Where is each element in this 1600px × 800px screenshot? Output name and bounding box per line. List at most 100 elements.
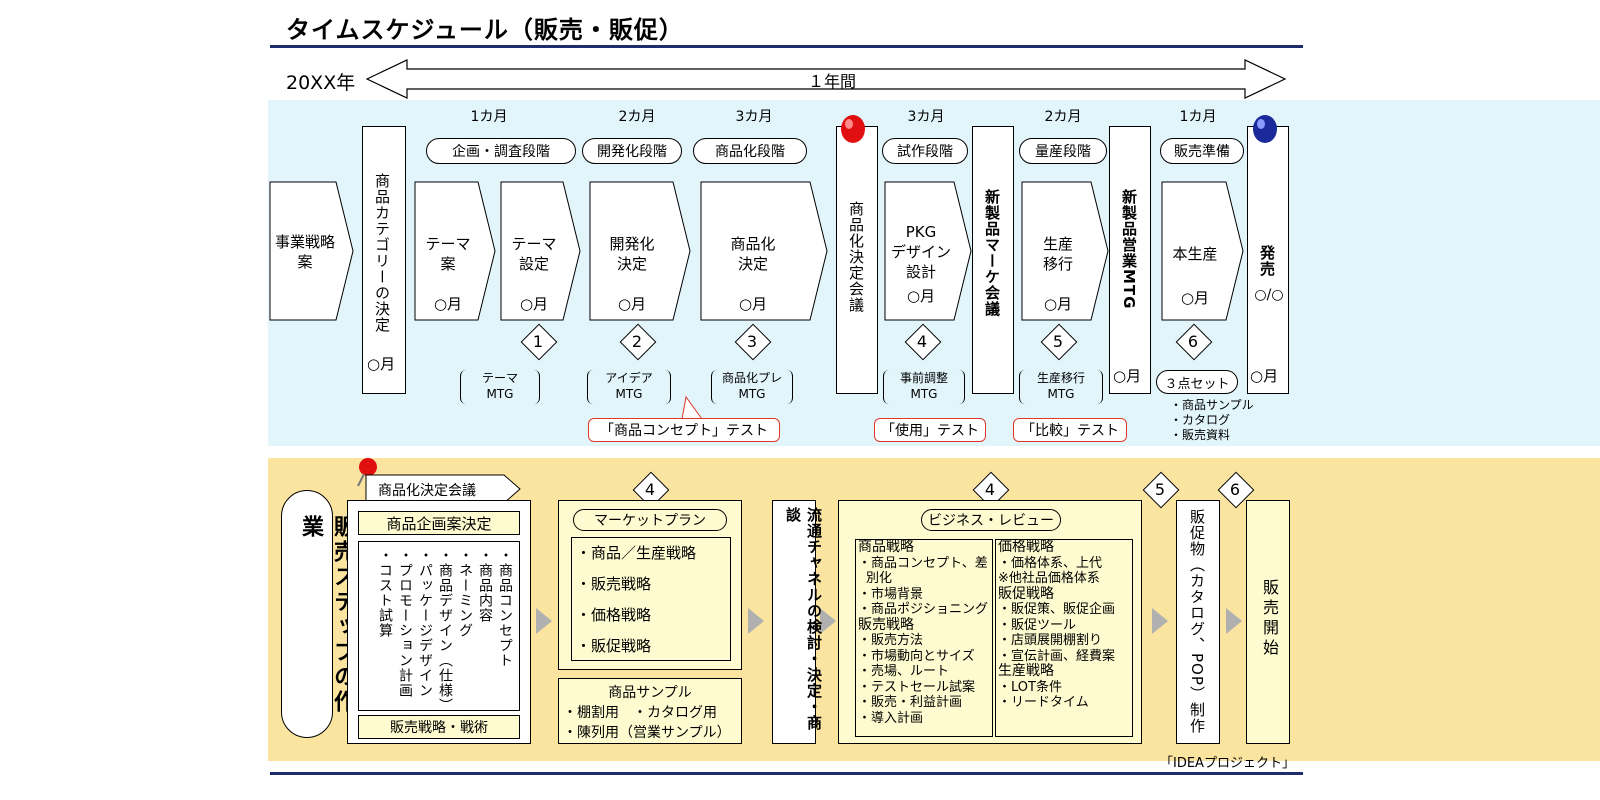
product-sample-line: ・陳列用（営業サンプル） xyxy=(563,725,731,741)
review-heading: 生産戦略 xyxy=(998,663,1054,679)
step-label: 決定 xyxy=(737,255,768,273)
set-item: ・商品サンプル xyxy=(1170,398,1254,412)
flow-arrow-icon xyxy=(748,608,764,634)
mtg-label: アイデア xyxy=(605,371,653,385)
duration-planning: 1カ月 xyxy=(470,109,508,125)
review-item: ・販売・利益計画 xyxy=(858,695,963,710)
step-label: PKG xyxy=(905,223,937,241)
channel-label: 流通チャネルの検討・決定・商談 xyxy=(784,507,823,731)
step-label: 本生産 xyxy=(1172,245,1218,263)
sales-steps-label-box: 販売ステップの作業 xyxy=(281,490,355,738)
review-item: ・売場、ルート xyxy=(858,664,950,679)
review-item: ・販促策、販促企画 xyxy=(998,602,1116,617)
mtg-label: 事前調整 xyxy=(899,371,948,385)
promo-materials-box: 販促物（カタログ、POP）制作 xyxy=(1176,500,1220,744)
year-label: 20XX年 xyxy=(286,72,356,94)
review-item: ・商品ポジショニング xyxy=(858,602,989,617)
set-item: ・販売資料 xyxy=(1170,428,1231,442)
product-plan-list: ・商品コンセプト ・商品内容 ・ネーミング ・商品デザイン（仕様） ・パッケージ… xyxy=(358,541,520,713)
year-span-label: １年間 xyxy=(808,72,857,91)
sales-start-label: 販売開始 xyxy=(1260,579,1279,659)
mtg-idea: アイデア MTG xyxy=(587,370,671,404)
milestone-6: 6 xyxy=(1175,323,1213,361)
pushpin-icon xyxy=(357,458,377,487)
review-heading: 商品戦略 xyxy=(858,539,914,555)
review-item: ・リードタイム xyxy=(998,695,1089,710)
plan-item: ・ネーミング xyxy=(457,548,473,638)
sales-meeting-box: 新製品営業MTG ○月 xyxy=(1109,126,1151,394)
marketing-meeting-label: 新製品マーケ会議 xyxy=(983,189,1001,317)
plan-item: ・プロモーション計画 xyxy=(397,548,413,698)
three-point-set-items: ・商品サンプル ・カタログ ・販売資料 xyxy=(1170,398,1254,443)
product-sample-line: ・棚割用 ・カタログ用 xyxy=(563,705,717,721)
milestone-3: 3 xyxy=(734,323,772,361)
launch-label: 発売 xyxy=(1258,245,1276,277)
footer-rule xyxy=(270,772,1303,775)
market-plan-box: マーケットプラン ・商品／生産戦略 ・販売戦略 ・価格戦略 ・販促戦略 xyxy=(558,500,742,670)
mtg-label: MTG xyxy=(486,387,514,401)
concept-test-callout-pointer xyxy=(681,395,703,420)
step-date: ○月 xyxy=(1043,295,1073,313)
step-theme-proposal: テーマ 案 ○月 xyxy=(417,234,479,314)
review-heading: 販促戦略 xyxy=(998,585,1054,602)
step-label: 生産 xyxy=(1042,235,1073,253)
step-date: ○月 xyxy=(519,295,549,313)
step-label: 商品化 xyxy=(730,235,776,253)
review-item: ・導入計画 xyxy=(858,710,924,726)
year-span-arrow xyxy=(365,59,1287,99)
product-sample-label: 商品サンプル xyxy=(608,685,692,701)
flow-arrow-icon xyxy=(1226,608,1242,634)
red-pin-icon xyxy=(841,115,865,143)
set-item: ・カタログ xyxy=(1170,413,1231,427)
commercialization-meeting-box: 商品化決定会議 xyxy=(836,126,878,394)
sales-meeting-date: ○月 xyxy=(1113,367,1142,385)
business-strategy-label: 事業戦略案 xyxy=(274,233,335,271)
mtg-label: MTG xyxy=(910,387,938,401)
step-label: 移行 xyxy=(1042,255,1073,273)
marketing-meeting-box: 新製品マーケ会議 xyxy=(972,126,1014,394)
step-label: 案 xyxy=(440,255,456,273)
step-label: 開発化 xyxy=(609,235,655,253)
three-point-set: ３点セット xyxy=(1156,370,1238,394)
review-item: ・宣伝計画、経費案 xyxy=(998,648,1116,664)
plan-item: ・商品デザイン（仕様） xyxy=(437,548,453,713)
review-item: ・販促ツール xyxy=(998,617,1077,633)
business-review-label: ビジネス・レビュー xyxy=(921,509,1061,531)
flow-arrow-icon xyxy=(820,608,836,634)
product-plan-box: 商品企画案決定 ・商品コンセプト ・商品内容 ・ネーミング ・商品デザイン（仕様… xyxy=(347,500,531,744)
flow-arrow-icon xyxy=(536,608,552,634)
phase-sales-prep: 販売準備 xyxy=(1160,138,1244,164)
step-productization-decision: 商品化 決定 ○月 xyxy=(703,234,803,314)
milestone-4: 4 xyxy=(904,323,942,361)
duration-mass-production: 2カ月 xyxy=(1044,109,1082,125)
category-decision-box: 商品カテゴリーの決定 ○月 xyxy=(362,126,406,394)
plan-item: ・パッケージデザイン xyxy=(417,548,433,698)
step-production-transition: 生産 移行 ○月 xyxy=(1023,234,1093,314)
plan-item: ・商品内容 xyxy=(477,548,493,623)
comparison-test: 「比較」テスト xyxy=(1013,418,1127,442)
review-item: ※他社品価格体系 xyxy=(998,571,1100,586)
badge-5: 5 xyxy=(1142,471,1180,509)
launch-month: ○月 xyxy=(1250,367,1279,385)
footer-credit: 「IDEAプロジェクト」 xyxy=(1160,756,1295,771)
plan-item: ・コスト試算 xyxy=(377,548,393,638)
category-decision-label: 商品カテゴリーの決定 xyxy=(373,173,391,333)
step-pkg-design: PKG デザイン 設計 ○月 xyxy=(886,222,956,306)
review-item: ・市場背景 xyxy=(858,586,924,602)
sales-meeting-label: 新製品営業MTG xyxy=(1120,189,1138,310)
promo-materials-label: 販促物（カタログ、POP）制作 xyxy=(1188,509,1206,734)
step-full-production: 本生産 ○月 xyxy=(1162,244,1228,308)
phase-prototype: 試作段階 xyxy=(882,138,968,164)
concept-test: 「商品コンセプト」テスト xyxy=(588,418,780,442)
mtg-label: MTG xyxy=(615,387,643,401)
market-plan-list: ・商品／生産戦略 ・販売戦略 ・価格戦略 ・販促戦略 xyxy=(571,537,731,661)
page-title: タイムスケジュール（販売・販促） xyxy=(286,16,684,44)
duration-productization: 3カ月 xyxy=(735,109,773,125)
step-label: テーマ xyxy=(511,235,557,253)
step-date: ○月 xyxy=(1180,289,1210,307)
phase-productization: 商品化段階 xyxy=(693,138,807,164)
sales-start-box: 販売開始 xyxy=(1246,500,1290,744)
pin-label: 商品化決定会議 xyxy=(378,483,476,499)
